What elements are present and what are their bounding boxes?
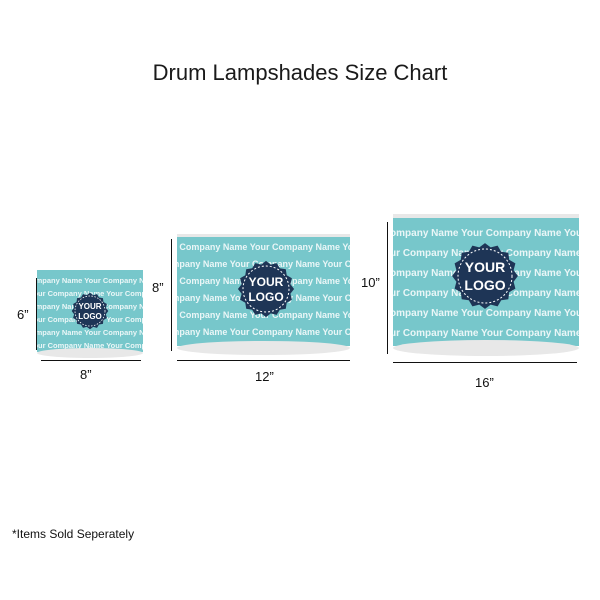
lampshade-large-graphic: Your Company Name Your Company Name Your… xyxy=(393,214,579,356)
pattern-row: Your Company Name Your Company Name Your… xyxy=(393,228,579,239)
logo-line2: LOGO xyxy=(78,312,102,321)
logo-badge: YOUR LOGO xyxy=(452,243,518,309)
height-label-small: 6” xyxy=(17,307,29,322)
width-bracket-small xyxy=(41,356,141,361)
height-bracket-small xyxy=(36,278,43,350)
pattern-row: Your Company Name Your Company Name Your… xyxy=(393,328,579,339)
pattern-row: Your Company Name Your Company Name Your… xyxy=(37,341,143,350)
height-label-medium: 8” xyxy=(152,280,164,295)
shade-rim xyxy=(393,340,579,356)
width-bracket-medium xyxy=(177,356,350,361)
width-label-small: 8” xyxy=(80,367,92,382)
logo-line1: YOUR xyxy=(465,259,505,275)
logo-line2: LOGO xyxy=(464,277,505,293)
logo-badge: YOUR LOGO xyxy=(237,260,295,318)
pattern-row: Your Company Name Your Company Name Your… xyxy=(177,327,350,337)
shade-rim xyxy=(37,348,143,358)
lampshade-small-graphic: Your Company Name Your Company Name Your… xyxy=(37,270,143,358)
pattern-row: Your Company Name Your Company Name Your… xyxy=(37,276,143,285)
pattern-row: Your Company Name Your Company Name Your… xyxy=(177,242,350,252)
footnote: *Items Sold Seperately xyxy=(12,527,135,541)
shade-rim xyxy=(177,341,350,355)
lampshade-large: Your Company Name Your Company Name Your… xyxy=(393,214,579,358)
logo-line1: YOUR xyxy=(249,275,284,289)
height-label-large: 10” xyxy=(361,275,380,290)
pattern-row: Your Company Name Your Company Name Your… xyxy=(393,308,579,319)
lampshade-medium-graphic: Your Company Name Your Company Name Your… xyxy=(177,234,350,355)
chart-title: Drum Lampshades Size Chart xyxy=(152,60,448,85)
pattern-row: Your Company Name Your Company Name Your… xyxy=(37,328,143,337)
logo-badge: YOUR LOGO xyxy=(71,292,109,330)
height-bracket-medium xyxy=(171,239,178,351)
logo-line2: LOGO xyxy=(248,290,283,304)
logo-line1: YOUR xyxy=(78,302,101,311)
lampshade-small: Your Company Name Your Company Name Your… xyxy=(37,270,143,360)
lampshade-medium: Your Company Name Your Company Name Your… xyxy=(177,234,350,358)
width-bracket-large xyxy=(393,358,577,363)
width-label-medium: 12” xyxy=(255,369,274,384)
width-label-large: 16” xyxy=(475,375,494,390)
height-bracket-large xyxy=(387,222,394,354)
